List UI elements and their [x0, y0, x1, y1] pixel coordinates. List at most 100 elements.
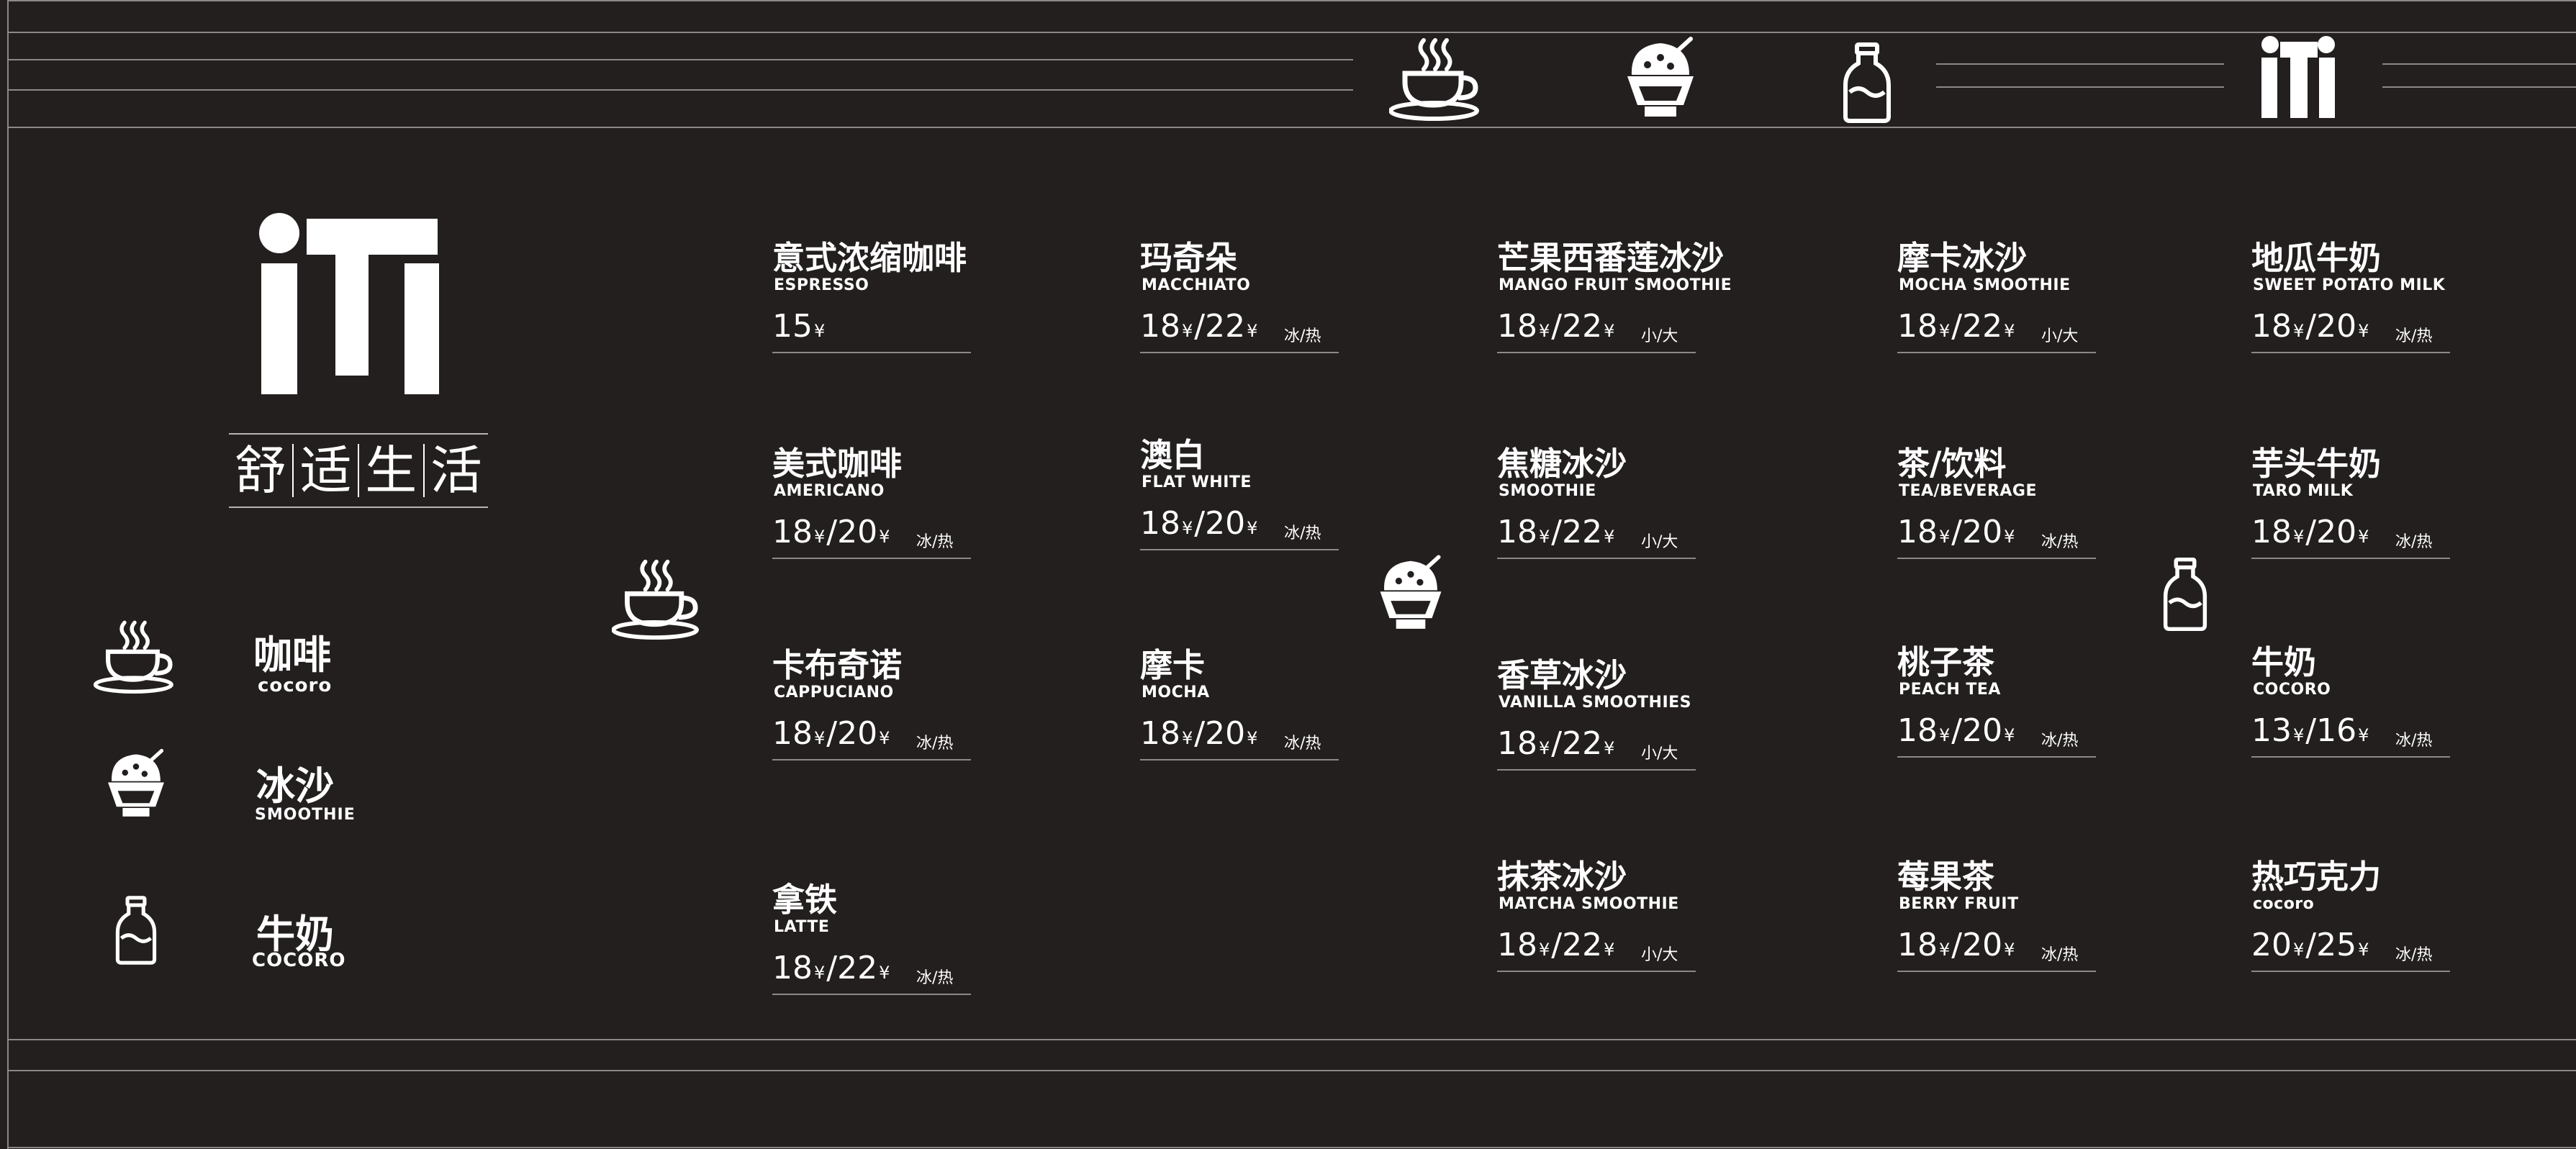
item-option: 小/大 [1641, 946, 1678, 964]
item-name: 芒果西番莲冰沙 [1497, 239, 1725, 277]
item-option: 冰/热 [916, 969, 954, 987]
item-english-name: BERRY FRUIT [1899, 895, 2019, 913]
item-name: 美式咖啡 [772, 445, 903, 483]
item-price: 18¥/20¥ [1897, 930, 2016, 961]
currency-symbol: ¥ [1939, 940, 1951, 960]
legend-smoothie-sub: SMOOTHIE [255, 806, 356, 824]
price-value: 22 [1562, 725, 1603, 762]
item-option: 冰/热 [2041, 732, 2079, 750]
price-value: 18 [1897, 308, 1938, 345]
item-name: 芋头牛奶 [2251, 445, 2382, 483]
milk-section-icon [2163, 555, 2207, 633]
header-line-3 [9, 89, 1353, 91]
price-value: 18 [1897, 927, 1938, 963]
currency-symbol: ¥ [1539, 321, 1550, 341]
item-option: 冰/热 [2041, 533, 2079, 551]
brand-tagline: 舒 适 生 活 [229, 433, 488, 508]
price-separator: / [1951, 514, 1963, 550]
price-value: 18 [1497, 927, 1537, 963]
item-english-name: SMOOTHIE [1499, 482, 1596, 500]
item-option: 冰/热 [2395, 533, 2433, 551]
price-separator: / [1951, 712, 1963, 749]
item-english-name: CAPPUCIANO [774, 684, 894, 701]
item-underline [1497, 352, 1696, 353]
currency-symbol: ¥ [879, 963, 890, 983]
item-price: 18¥/22¥ [1497, 930, 1616, 961]
item-option: 冰/热 [1284, 735, 1321, 753]
header-milk-bottle-icon [1843, 42, 1892, 124]
item-name: 澳白 [1140, 436, 1206, 474]
price-value: 22 [1562, 514, 1603, 550]
price-value: 18 [1497, 725, 1537, 762]
item-underline [1140, 352, 1339, 353]
price-value: 18 [1897, 514, 1938, 550]
price-separator: / [1551, 308, 1563, 345]
item-name: 卡布奇诺 [772, 646, 903, 684]
item-option: 冰/热 [2395, 946, 2433, 964]
price-value: 20 [2316, 308, 2357, 345]
item-underline [1497, 558, 1696, 559]
tagline-char: 活 [430, 440, 482, 501]
price-value: 18 [1140, 715, 1180, 752]
item-option: 冰/热 [2395, 327, 2433, 345]
item-english-name: PEACH TEA [1899, 681, 2001, 699]
item-price: 18¥/20¥ [1140, 718, 1259, 750]
item-underline [2251, 558, 2450, 559]
legend-coffee-label: 咖啡 [253, 632, 331, 678]
bottom-border-line [9, 1147, 2576, 1148]
currency-symbol: ¥ [1604, 738, 1615, 758]
item-option: 小/大 [1641, 745, 1678, 763]
currency-symbol: ¥ [2004, 321, 2015, 341]
header-smoothie-cup-icon [1623, 36, 1698, 121]
header-line-1 [9, 32, 2576, 33]
price-value: 20 [1962, 712, 2003, 749]
item-name: 热巧克力 [2251, 858, 2382, 896]
item-name: 摩卡冰沙 [1897, 239, 2028, 277]
price-value: 16 [2316, 712, 2357, 749]
item-price: 18¥/20¥ [2251, 517, 2370, 548]
item-name: 抹茶冰沙 [1497, 858, 1627, 896]
item-price: 18¥/20¥ [2251, 311, 2370, 342]
price-separator: / [2305, 514, 2317, 550]
price-value: 18 [1497, 514, 1537, 550]
price-separator: / [1551, 927, 1563, 963]
item-name: 摩卡 [1140, 646, 1206, 684]
item-price: 18¥/22¥ [1497, 311, 1616, 342]
item-price: 18¥/20¥ [1140, 508, 1259, 540]
item-english-name: VANILLA SMOOTHIES [1499, 694, 1691, 712]
header-line-2 [9, 59, 1353, 60]
item-underline [1497, 769, 1696, 771]
price-value: 15 [772, 308, 813, 345]
item-english-name: COCORO [2253, 681, 2331, 699]
currency-symbol: ¥ [2358, 527, 2369, 547]
legend-milk-bottle-icon [115, 895, 157, 966]
currency-symbol: ¥ [1539, 527, 1550, 547]
currency-symbol: ¥ [1539, 940, 1550, 960]
header-line-5 [1936, 86, 2224, 88]
item-price: 18¥/20¥ [772, 718, 891, 750]
item-english-name: LATTE [774, 918, 830, 936]
currency-symbol: ¥ [2293, 725, 2305, 745]
tagline-divider [357, 444, 359, 497]
header-line-7 [2382, 86, 2576, 88]
currency-symbol: ¥ [814, 321, 826, 341]
coffee-section-icon [612, 558, 702, 640]
legend-milk-label: 牛奶 [256, 912, 334, 957]
item-underline [2251, 756, 2450, 758]
item-price: 18¥/20¥ [1897, 715, 2016, 747]
item-name: 桃子茶 [1897, 643, 1995, 681]
item-price: 20¥/25¥ [2251, 930, 2370, 961]
currency-symbol: ¥ [1247, 728, 1258, 748]
price-value: 20 [837, 514, 878, 550]
